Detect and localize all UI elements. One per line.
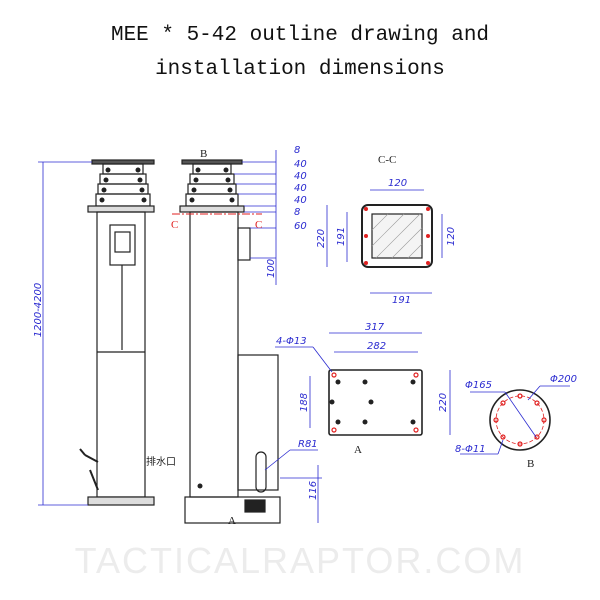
stack-dim-7: 60 <box>294 221 307 232</box>
a-holes-dim: 4-Φ13 <box>276 336 307 347</box>
stack-dim-3: 40 <box>294 171 307 182</box>
side-view <box>179 159 281 524</box>
b-holes-dim: 8-Φ11 <box>455 444 486 455</box>
stack-dim-6: 8 <box>294 207 300 218</box>
a-inner-width-dim: 282 <box>367 341 386 352</box>
section-mark-left: C <box>171 219 178 231</box>
drain-label: 排水口 <box>146 455 176 468</box>
b-diameter-dim: Φ200 <box>550 374 577 385</box>
view-a-plate <box>328 369 423 436</box>
view-arrow-a: A <box>228 515 236 527</box>
view-arrow-b: B <box>200 148 207 160</box>
a-outer-width-dim: 317 <box>365 322 385 333</box>
lower-dim: 100 <box>266 259 277 278</box>
front-view <box>79 159 155 506</box>
view-b-label: B <box>527 458 534 470</box>
cc-right-dim: 120 <box>446 227 457 246</box>
title-line-2: installation dimensions <box>155 58 445 81</box>
view-b-flange <box>489 389 551 451</box>
base-height-dim: 116 <box>308 481 319 500</box>
section-cc <box>361 204 433 268</box>
height-range-dim: 1200-4200 <box>33 283 44 338</box>
dimension-lines <box>38 150 570 523</box>
stack-dim-2: 40 <box>294 159 307 170</box>
cc-left-outer-dim: 220 <box>316 229 327 248</box>
watermark: TACTICALRAPTOR.COM <box>74 540 526 581</box>
stack-dim-1: 8 <box>294 145 300 156</box>
cc-bottom-dim: 191 <box>392 295 411 306</box>
b-pcd-dim: Φ165 <box>465 380 492 391</box>
view-a-label: A <box>354 444 362 456</box>
cc-left-inner-dim: 191 <box>336 227 347 246</box>
stack-dim-5: 40 <box>294 195 307 206</box>
a-outer-height-dim: 220 <box>438 393 449 412</box>
stack-dim-4: 40 <box>294 183 307 194</box>
radius-dim: R81 <box>298 439 318 450</box>
section-mark-right: C <box>255 219 262 231</box>
cc-top-dim: 120 <box>388 178 407 189</box>
title-line-1: MEE * 5-42 outline drawing and <box>110 24 490 47</box>
section-cc-label: C-C <box>378 154 396 166</box>
a-inner-height-dim: 188 <box>299 393 310 412</box>
